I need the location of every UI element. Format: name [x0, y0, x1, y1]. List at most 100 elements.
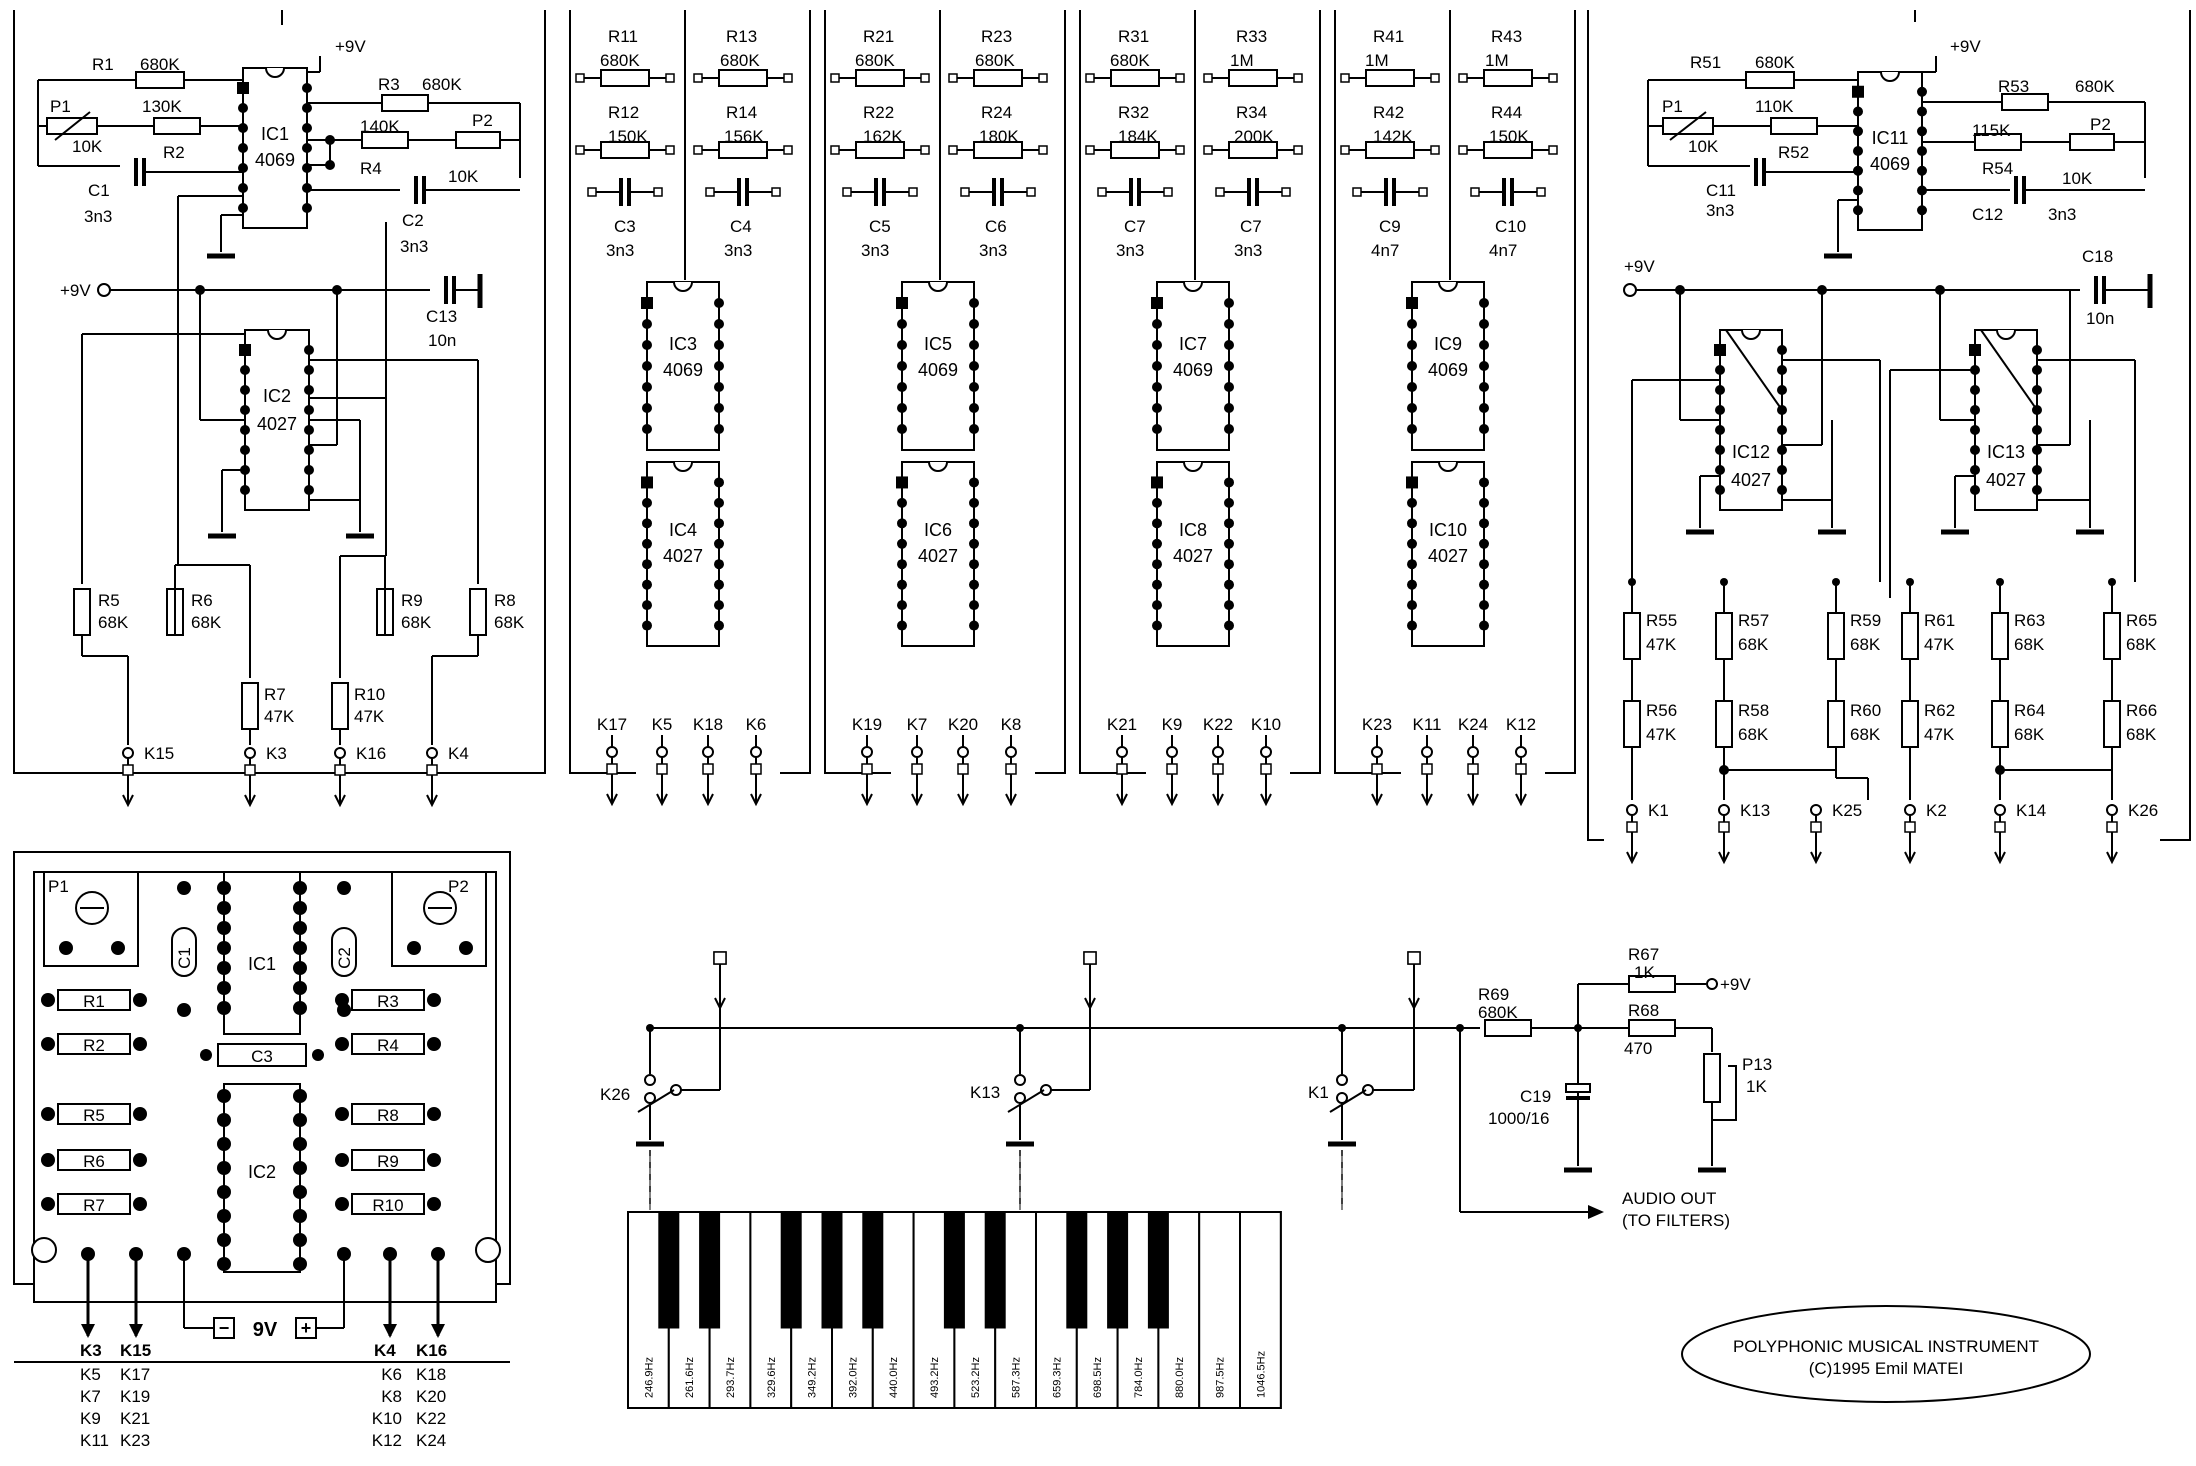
- trimmer-wiper: [1669, 111, 1707, 141]
- ic-pin: [1970, 465, 1980, 475]
- arrow-icon: [1515, 793, 1527, 807]
- ic-pin: [302, 203, 312, 213]
- ic-pin: [1715, 405, 1725, 415]
- pad: [653, 187, 663, 197]
- label: AUDIO OUT: [1622, 1189, 1716, 1208]
- key-pad: [244, 764, 256, 776]
- ic-pin: [240, 405, 250, 415]
- junction-dot: [293, 921, 307, 935]
- ic-pin: [642, 319, 652, 329]
- title-line: POLYPHONIC MUSICAL INSTRUMENT: [1733, 1337, 2039, 1356]
- pad: [1458, 145, 1468, 155]
- label: 680K: [975, 51, 1015, 70]
- label: R24: [981, 103, 1012, 122]
- wire: [13, 10, 546, 774]
- label: K17: [120, 1365, 150, 1384]
- resistor-symbol: [381, 94, 429, 112]
- label: R7: [264, 685, 286, 704]
- ic-pin: [1152, 518, 1162, 529]
- label: 9V: [253, 1319, 278, 1341]
- wire: [1725, 329, 1783, 411]
- label: R65: [2126, 611, 2157, 630]
- terminal: [1014, 1074, 1026, 1086]
- key-terminal: [656, 746, 668, 758]
- ic-pin: [1224, 403, 1234, 413]
- key-pad: [1116, 763, 1128, 775]
- label: (TO FILTERS): [1622, 1211, 1730, 1230]
- ic-pin: [969, 424, 979, 434]
- label: 3n3: [400, 237, 428, 256]
- ic-pin: [714, 298, 724, 308]
- pad: [1293, 145, 1303, 155]
- label: 68K: [2014, 725, 2045, 744]
- pcb-resistor-outline: [57, 1033, 131, 1055]
- ic-pin: [642, 600, 652, 611]
- label: 10K: [72, 137, 103, 156]
- key-terminal: [1810, 804, 1822, 816]
- black-key: [658, 1211, 680, 1329]
- wire: [1545, 10, 1576, 774]
- junction-dot: [459, 941, 473, 955]
- pad: [693, 145, 703, 155]
- label: R3: [377, 992, 399, 1011]
- junction-dot: [217, 1089, 231, 1103]
- label: 1M: [1485, 51, 1509, 70]
- ic-pin: [1715, 445, 1725, 455]
- label: R31: [1118, 27, 1149, 46]
- title-line: (C)1995 Emil MATEI: [1809, 1359, 1964, 1378]
- ic-pin: [714, 497, 724, 508]
- resistor-symbol: [600, 69, 650, 87]
- key-pad: [426, 764, 438, 776]
- ic-pin: [1715, 465, 1725, 475]
- pcb-resistor-outline: [351, 1193, 425, 1215]
- pad: [1293, 73, 1303, 83]
- label: 4069: [663, 360, 703, 380]
- resistor-symbol: [1703, 1053, 1721, 1103]
- arrow-icon: [1588, 1205, 1604, 1219]
- ic-pin: [238, 103, 248, 113]
- label: K8: [381, 1387, 402, 1406]
- label: 10n: [428, 331, 456, 350]
- label: C2: [335, 947, 354, 969]
- pad: [948, 73, 958, 83]
- label: P1: [48, 877, 69, 896]
- pad: [693, 73, 703, 83]
- key-pad: [861, 763, 873, 775]
- ic-pin: [1853, 106, 1863, 117]
- ic-pin: [1970, 425, 1980, 435]
- black-key: [1066, 1211, 1088, 1329]
- ic-pin: [714, 319, 724, 329]
- label: 47K: [1646, 725, 1677, 744]
- ic-pin: [1853, 146, 1863, 156]
- junction-dot: [217, 961, 231, 975]
- ic-pin: [302, 183, 312, 193]
- ic-pin: [897, 361, 907, 371]
- ic-pin: [1407, 382, 1417, 392]
- ic-pin: [1407, 497, 1417, 508]
- black-key: [1147, 1211, 1169, 1329]
- key-pad: [1626, 821, 1638, 833]
- label: P2: [448, 877, 469, 896]
- ic-pin: [897, 538, 907, 549]
- label: IC5: [924, 334, 952, 354]
- white-key-label: 523.2Hz: [970, 1357, 982, 1398]
- label: 4069: [1428, 360, 1468, 380]
- resistor-symbol: [1483, 69, 1533, 87]
- key-pad: [1810, 821, 1822, 833]
- pad: [665, 73, 675, 83]
- label: 4027: [918, 546, 958, 566]
- label: 200K: [1234, 127, 1274, 146]
- ic-pin: [1777, 385, 1787, 395]
- key-label: K15: [144, 744, 174, 763]
- pin1-marker: [1714, 344, 1726, 356]
- label: R13: [726, 27, 757, 46]
- ic-pin: [240, 385, 250, 395]
- pad: [1026, 187, 1036, 197]
- label: 1K: [1746, 1077, 1767, 1096]
- pad: [1407, 951, 1421, 965]
- ic-pin: [642, 340, 652, 350]
- ic-pin: [1407, 579, 1417, 590]
- label: IC2: [248, 1162, 276, 1182]
- pad: [1281, 187, 1291, 197]
- label: R7: [83, 1196, 105, 1215]
